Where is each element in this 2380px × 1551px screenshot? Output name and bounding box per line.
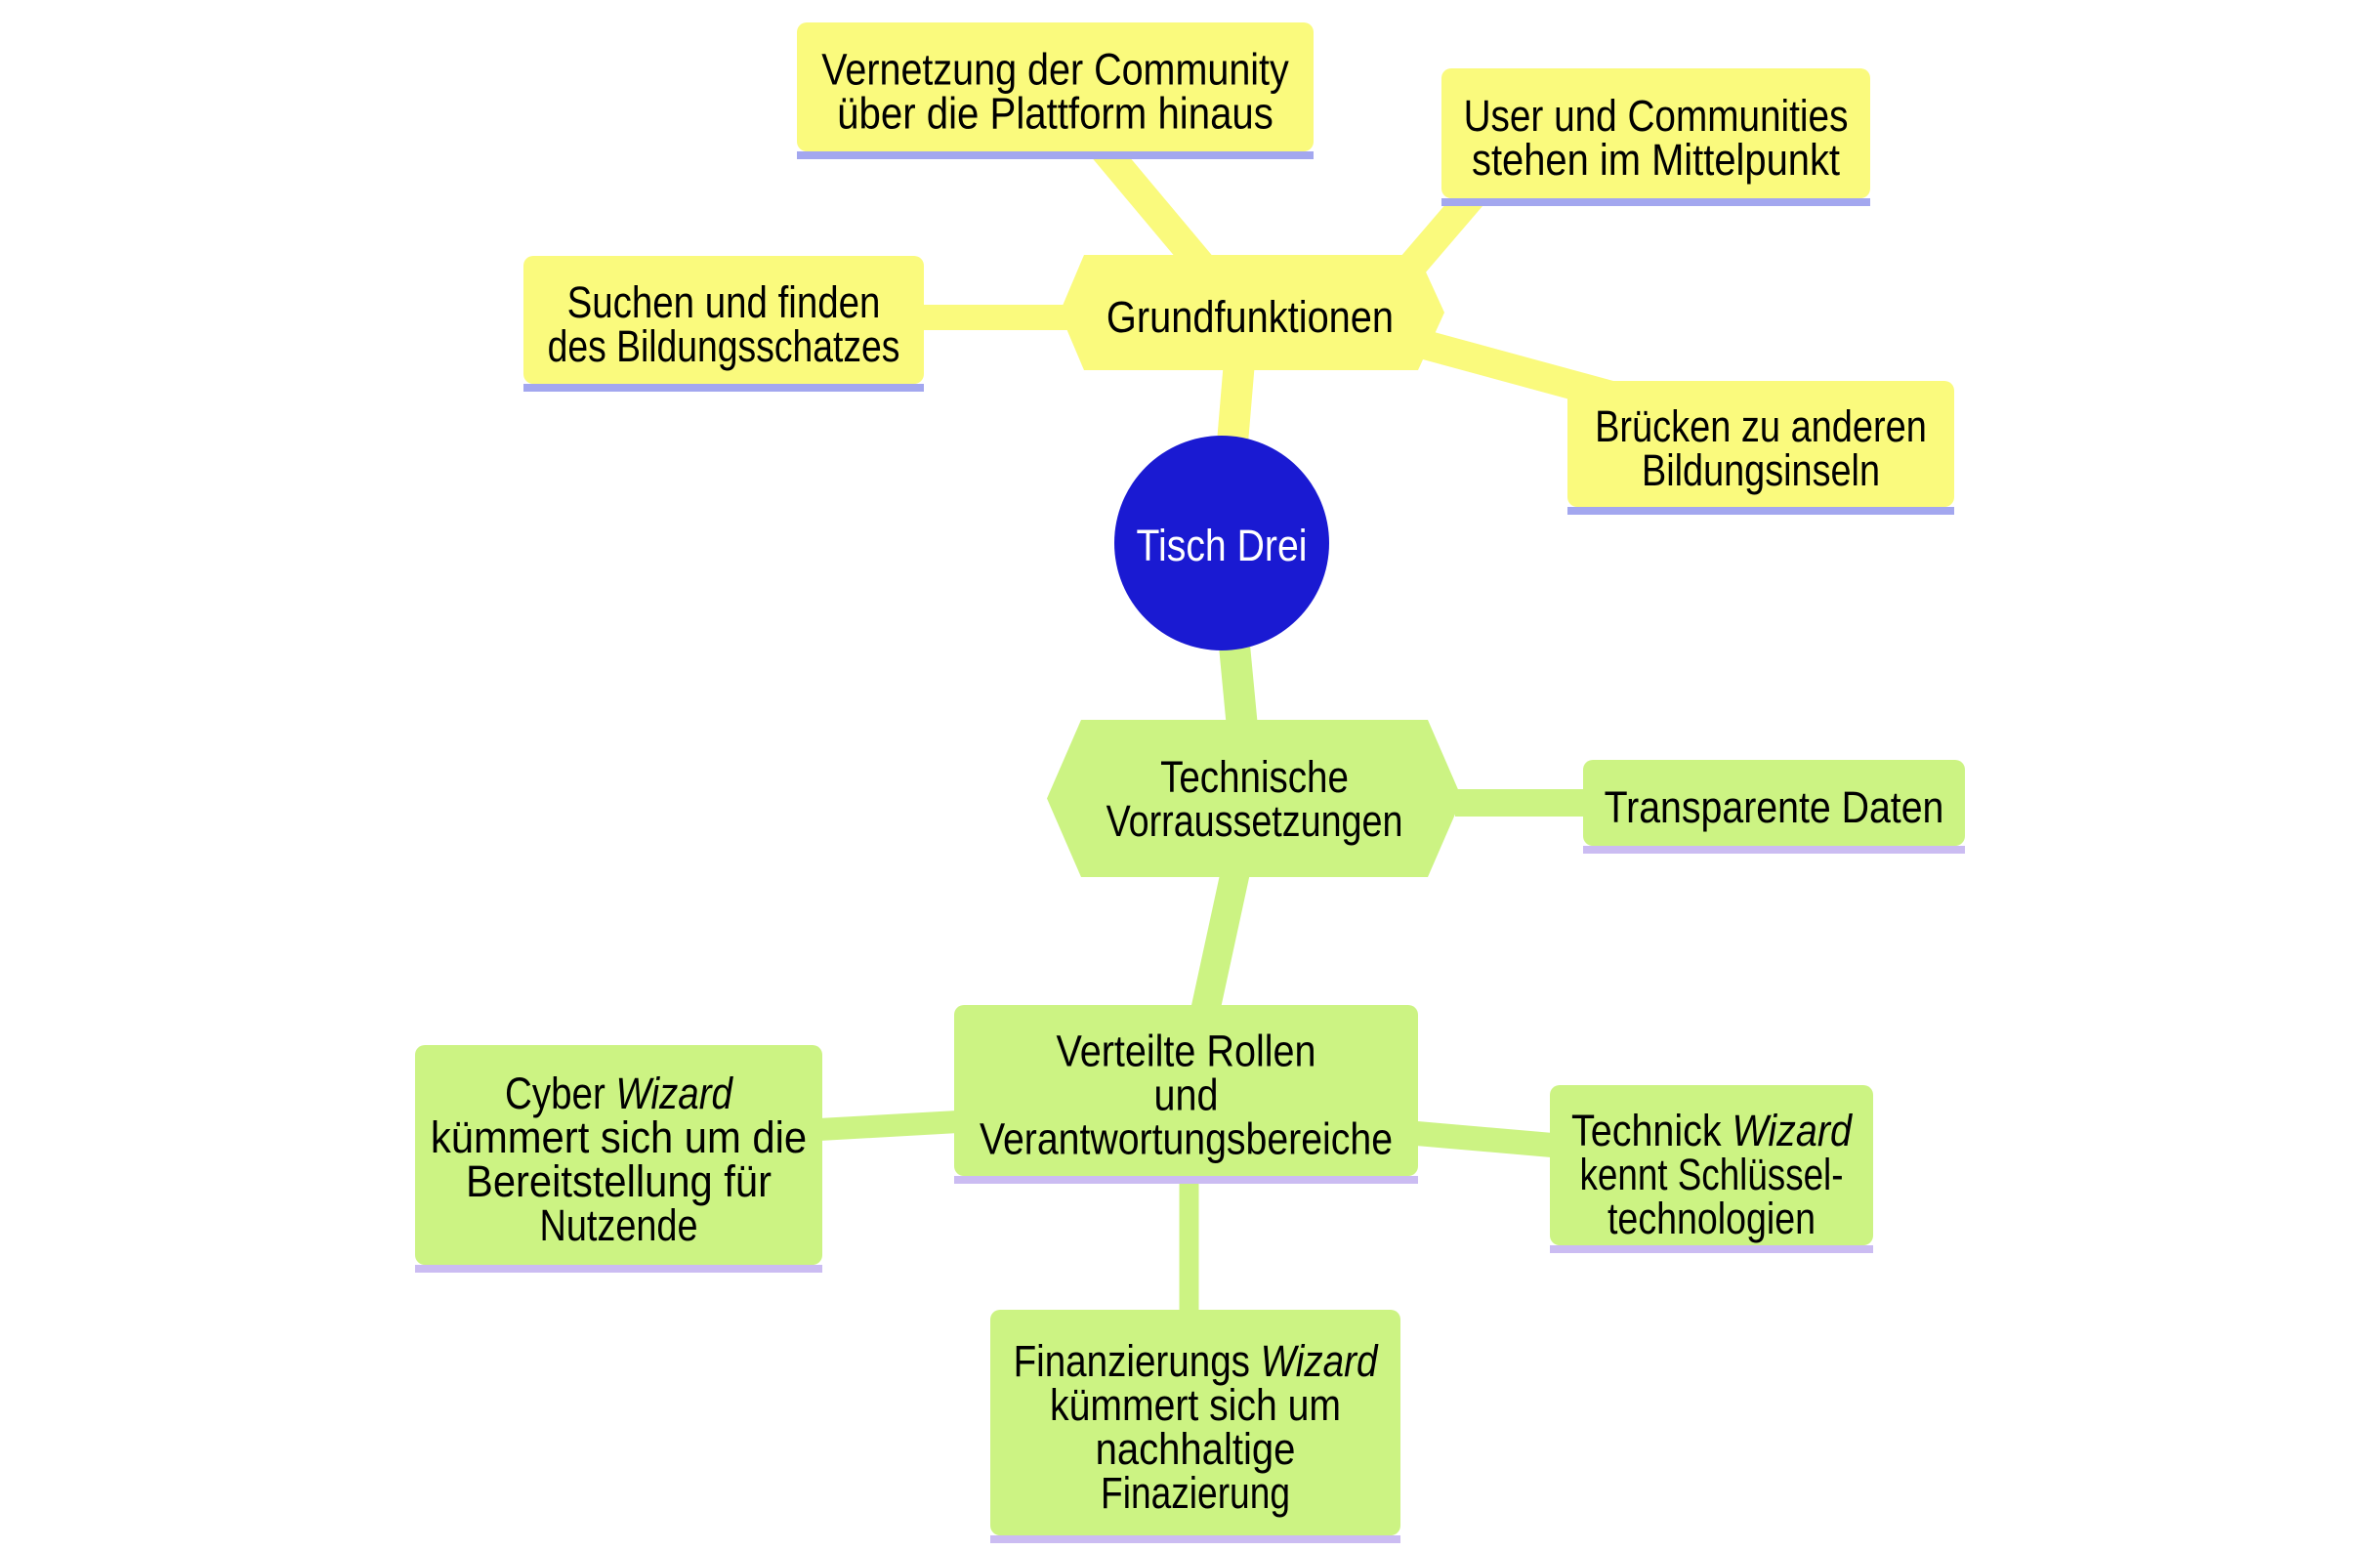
svg-text:des Bildungsschatzes: des Bildungsschatzes	[548, 322, 900, 371]
svg-text:Brücken zu anderen: Brücken zu anderen	[1595, 401, 1927, 451]
svg-text:und: und	[1154, 1070, 1219, 1119]
svg-text:Vernetzung der Community: Vernetzung der Community	[821, 45, 1289, 94]
svg-text:technologien: technologien	[1608, 1194, 1816, 1243]
svg-text:Bildungsinseln: Bildungsinseln	[1642, 445, 1880, 495]
svg-text:Tisch Drei: Tisch Drei	[1137, 521, 1308, 569]
svg-text:kennt Schlüssel-: kennt Schlüssel-	[1580, 1150, 1844, 1198]
svg-text:Grundfunktionen: Grundfunktionen	[1106, 293, 1394, 342]
svg-text:nachhaltige: nachhaltige	[1096, 1425, 1296, 1475]
svg-text:Verteilte Rollen: Verteilte Rollen	[1056, 1027, 1315, 1075]
svg-text:Finanzierungs Wizard: Finanzierungs Wizard	[1014, 1336, 1379, 1385]
svg-text:Technische: Technische	[1160, 752, 1349, 801]
svg-text:Finazierung: Finazierung	[1101, 1469, 1290, 1518]
svg-text:stehen im Mittelpunkt: stehen im Mittelpunkt	[1472, 136, 1840, 186]
svg-text:Suchen und finden: Suchen und finden	[567, 277, 881, 327]
svg-text:Verantwortungsbereiche: Verantwortungsbereiche	[980, 1114, 1393, 1163]
svg-text:kümmert sich um: kümmert sich um	[1050, 1380, 1341, 1429]
svg-text:Vorraussetzungen: Vorraussetzungen	[1106, 796, 1403, 846]
svg-text:kümmert sich um die: kümmert sich um die	[431, 1114, 807, 1163]
svg-text:Nutzende: Nutzende	[540, 1200, 698, 1250]
svg-text:Bereitstellung für: Bereitstellung für	[466, 1158, 772, 1207]
svg-text:Cyber Wizard: Cyber Wizard	[505, 1069, 733, 1117]
svg-text:über die Plattform hinaus: über die Plattform hinaus	[837, 89, 1274, 139]
svg-text:Transparente Daten: Transparente Daten	[1605, 783, 1944, 832]
svg-text:Technick Wizard: Technick Wizard	[1571, 1107, 1853, 1155]
svg-text:User und Communities: User und Communities	[1464, 91, 1849, 140]
